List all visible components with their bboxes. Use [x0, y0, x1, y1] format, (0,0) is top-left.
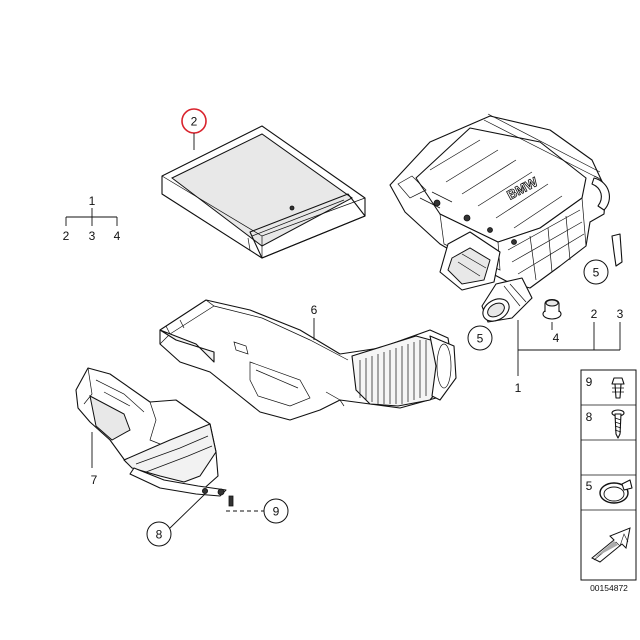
air-filter-housing[interactable]: BMW: [389, 113, 623, 326]
diagram-id: 00154872: [590, 583, 628, 593]
group-child-number: 3: [89, 229, 96, 243]
callout-clamp-lower[interactable]: 5: [467, 325, 493, 351]
callout-air-duct: 7: [91, 432, 98, 487]
air-filter-element[interactable]: [161, 125, 366, 259]
group-child-number: 2: [63, 229, 70, 243]
screw-icon: [611, 409, 625, 439]
group-parent-number: 1: [89, 194, 96, 208]
group-child-number: 4: [114, 229, 121, 243]
group-child-number: 2: [591, 307, 598, 321]
hose-clamp-icon: [599, 479, 633, 504]
legend-number: 5: [586, 479, 593, 493]
callout-group-top: 1 2 3 4: [63, 194, 121, 243]
callout-grommet: 4: [553, 331, 560, 345]
callout-screw[interactable]: 8: [146, 493, 206, 547]
intake-pipe[interactable]: [159, 299, 457, 421]
callout-filter-highlight[interactable]: 2: [181, 108, 207, 150]
legend-number: 8: [586, 410, 593, 424]
callout-number: 9: [273, 505, 280, 519]
callout-number: 7: [91, 473, 98, 487]
callout-clip[interactable]: 9: [226, 498, 289, 524]
callout-number: 5: [593, 266, 600, 280]
hardware-legend: 9 8 5: [580, 369, 637, 581]
callout-number: 6: [311, 303, 318, 317]
callout-clamp-upper[interactable]: 5: [583, 259, 609, 285]
legend-item-hose-clamp[interactable]: 5: [586, 479, 633, 504]
clip-icon: [611, 377, 625, 399]
callout-number: 2: [191, 115, 198, 129]
group-parent-number: 1: [515, 381, 522, 395]
legend-number: 9: [586, 375, 593, 389]
callout-number: 5: [477, 332, 484, 346]
legend-item-screw[interactable]: 8: [586, 409, 625, 439]
group-child-number: 3: [617, 307, 624, 321]
air-duct[interactable]: [75, 367, 234, 507]
legend-item-clip[interactable]: 9: [586, 375, 625, 399]
callout-group-right: 2 3 1: [515, 307, 624, 395]
callout-number: 8: [156, 528, 163, 542]
direction-arrow-icon: [591, 527, 631, 563]
rubber-grommet[interactable]: 4: [542, 298, 562, 346]
callout-intake-pipe: 6: [311, 303, 318, 340]
